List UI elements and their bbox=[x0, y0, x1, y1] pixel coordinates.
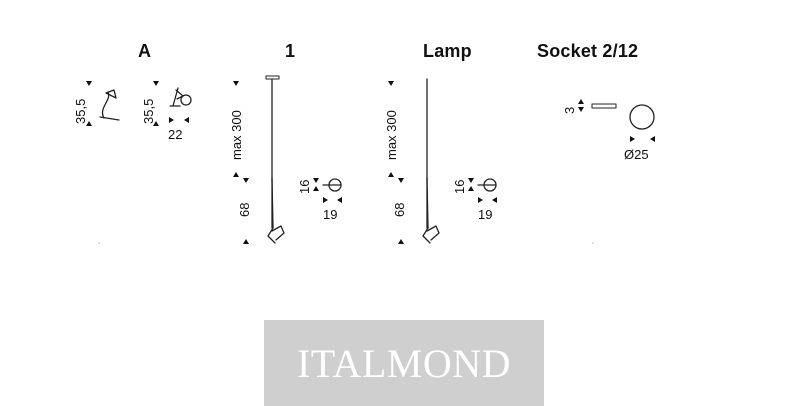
arrow-up-icon bbox=[86, 121, 92, 126]
arrow-up-icon bbox=[313, 186, 319, 191]
header-socket: Socket 2/12 bbox=[537, 41, 639, 61]
pendant-lamp-1-icon bbox=[265, 75, 342, 244]
table-lamp-front-icon bbox=[169, 87, 192, 107]
dim-lamp-head-height: 68 bbox=[392, 202, 407, 217]
arrow-down-icon bbox=[243, 178, 249, 183]
socket-icon bbox=[591, 103, 655, 130]
arrow-up-icon bbox=[243, 239, 249, 244]
arrow-up-icon bbox=[388, 172, 394, 177]
arrow-down-icon bbox=[233, 81, 239, 86]
header-lamp: Lamp bbox=[423, 41, 472, 61]
arrow-up-icon bbox=[233, 172, 239, 177]
arrow-up-icon bbox=[398, 239, 404, 244]
dim-1-socket-width: 19 bbox=[323, 207, 338, 222]
dim-1-socket-height: 16 bbox=[297, 179, 312, 194]
arrow-down-icon bbox=[153, 81, 159, 86]
arrow-down-icon bbox=[388, 81, 394, 86]
watermark-text: ITALMOND bbox=[296, 340, 512, 386]
watermark-logo: ITALMOND bbox=[264, 320, 544, 406]
arrow-right-icon bbox=[478, 197, 483, 203]
table-lamp-side-icon bbox=[99, 89, 120, 121]
arrow-left-icon bbox=[337, 197, 342, 203]
dim-lamp-socket-width: 19 bbox=[478, 207, 493, 222]
pendant-lamp-2-icon bbox=[422, 78, 497, 244]
header-1: 1 bbox=[285, 41, 296, 61]
arrow-right-icon bbox=[169, 117, 174, 123]
dim-a-width: 22 bbox=[168, 127, 183, 142]
arrow-down-icon bbox=[398, 178, 404, 183]
dim-socket-diameter: Ø25 bbox=[624, 147, 649, 162]
arrow-right-icon bbox=[630, 136, 635, 142]
arrow-down-icon bbox=[578, 107, 584, 112]
arrow-down-icon bbox=[468, 178, 474, 183]
dim-a-height-1: 35,5 bbox=[73, 98, 88, 124]
arrow-left-icon bbox=[184, 117, 189, 123]
dim-1-max-length: max 300 bbox=[229, 110, 244, 160]
arrow-up-icon bbox=[468, 186, 474, 191]
arrow-up-icon bbox=[153, 121, 159, 126]
header-a: A bbox=[138, 41, 152, 61]
arrow-down-icon bbox=[313, 178, 319, 183]
dim-1-head-height: 68 bbox=[237, 202, 252, 217]
dim-lamp-socket-height: 16 bbox=[452, 179, 467, 194]
arrow-right-icon bbox=[323, 197, 328, 203]
arrow-left-icon bbox=[492, 197, 497, 203]
arrow-down-icon bbox=[86, 81, 92, 86]
dim-socket-thickness: 3 bbox=[562, 106, 577, 114]
dim-lamp-max-length: max 300 bbox=[384, 110, 399, 160]
arrow-up-icon bbox=[578, 99, 584, 104]
arrow-left-icon bbox=[650, 136, 655, 142]
dim-a-height-2: 35,5 bbox=[141, 98, 156, 124]
